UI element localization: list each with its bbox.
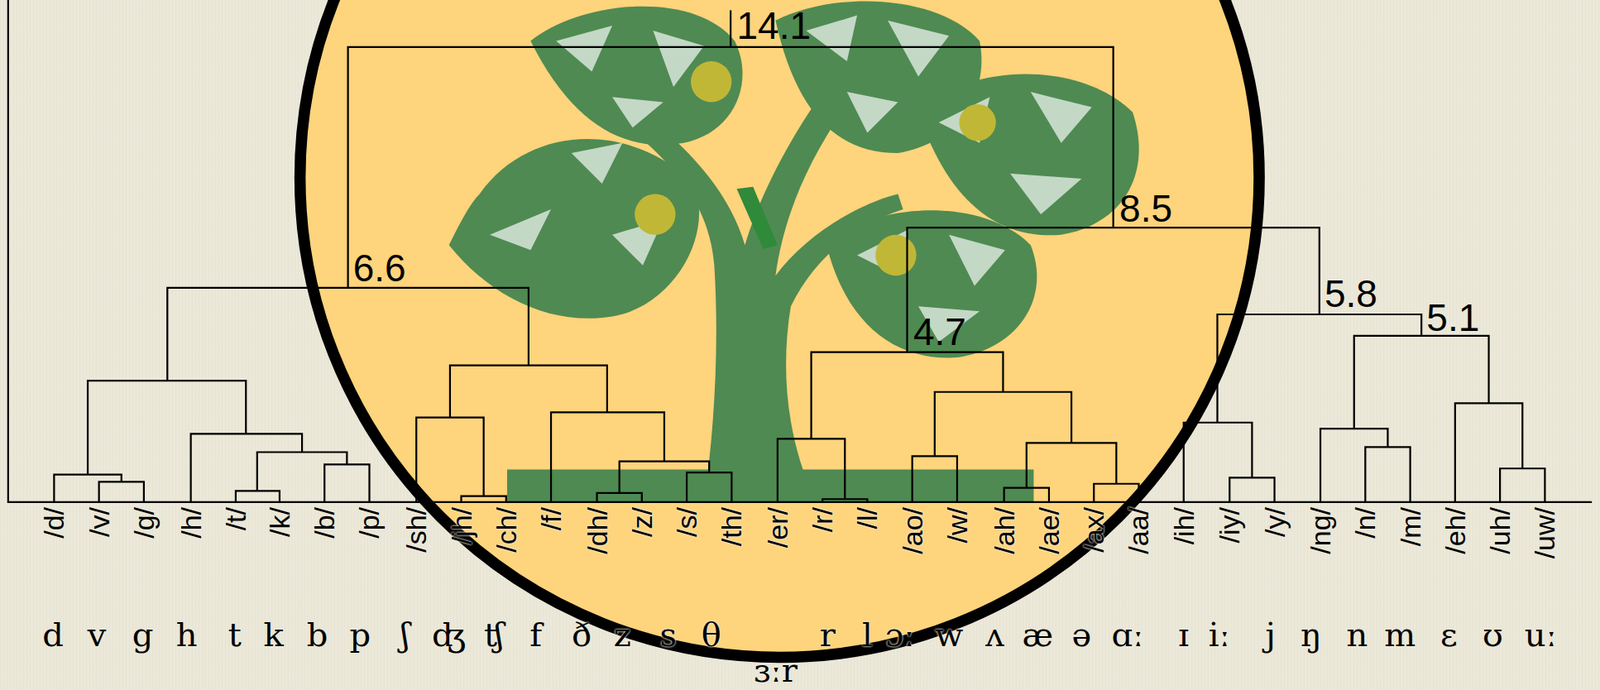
- ipa-symbol: j: [1264, 617, 1275, 652]
- distance-value: 8.5: [1119, 189, 1173, 228]
- ipa-symbol: n: [1346, 617, 1369, 652]
- phoneme-label: /r/: [808, 507, 837, 532]
- tree-illustration: [449, 0, 1140, 502]
- ipa-symbol: h: [176, 617, 198, 652]
- ipa-symbol: f: [529, 617, 542, 652]
- phoneme-label: /ax/: [1079, 507, 1108, 553]
- phoneme-label: /ih/: [1169, 507, 1198, 545]
- phoneme-label: /b/: [310, 507, 339, 539]
- phoneme-label: /z/: [627, 507, 657, 537]
- ipa-symbol: z: [613, 617, 632, 652]
- phoneme-label: /v/: [85, 507, 114, 537]
- phoneme-label: /d/: [39, 507, 68, 539]
- ipa-symbol: ʌ: [985, 617, 1005, 652]
- distance-value: 5.8: [1324, 274, 1378, 313]
- phoneme-label: /uw/: [1530, 507, 1559, 559]
- phoneme-label: /th/: [717, 507, 746, 547]
- phoneme-label: /k/: [265, 507, 294, 537]
- phoneme-label: /m/: [1396, 507, 1425, 547]
- phoneme-label: /f/: [536, 507, 566, 531]
- phoneme-label: /iy/: [1215, 507, 1244, 543]
- ipa-symbol: b: [306, 617, 329, 652]
- ipa-symbol: æ: [1022, 617, 1054, 652]
- phoneme-label: /ng/: [1306, 507, 1335, 555]
- phoneme-label: /uh/: [1485, 507, 1514, 555]
- distance-value: 6.6: [353, 249, 407, 288]
- phoneme-label: /w/: [943, 507, 972, 543]
- ipa-symbol: θ: [701, 617, 722, 652]
- ipa-symbol: ð: [571, 617, 592, 652]
- ipa-symbol: ʧ: [483, 617, 504, 652]
- phoneme-label: /eh/: [1441, 507, 1470, 555]
- phoneme-label: /jh/: [447, 507, 476, 545]
- phoneme-label: /ah/: [990, 507, 1019, 555]
- phoneme-label: /aa/: [1124, 507, 1153, 555]
- phoneme-label: /y/: [1260, 507, 1289, 537]
- ipa-symbol: l: [862, 617, 873, 652]
- ipa-symbol: ʤ: [431, 617, 466, 652]
- phoneme-label: /h/: [177, 507, 206, 539]
- ipa-symbol: k: [263, 617, 283, 652]
- ipa-symbol: t: [228, 617, 242, 652]
- ipa-symbol: ɜːr: [753, 653, 798, 687]
- ipa-symbol: ə: [1072, 617, 1093, 652]
- ipa-symbol: ɪ: [1178, 617, 1189, 652]
- phoneme-label: /ae/: [1034, 507, 1064, 555]
- ipa-symbol: d: [42, 617, 64, 652]
- phoneme-label: /ch/: [492, 507, 521, 553]
- phoneme-label: /p/: [354, 507, 384, 539]
- ipa-symbol: r: [819, 617, 836, 652]
- ipa-symbol: p: [349, 617, 372, 652]
- ipa-symbol: ʃ: [400, 617, 410, 652]
- distance-value: 14.1: [737, 6, 812, 45]
- ipa-symbol: g: [132, 617, 154, 652]
- distance-value: 4.7: [913, 312, 967, 351]
- distance-value: 5.1: [1426, 298, 1480, 337]
- ipa-symbol: iː: [1208, 617, 1231, 652]
- ipa-symbol: ʊ: [1482, 617, 1504, 652]
- ipa-symbol: m: [1384, 617, 1416, 652]
- phoneme-label: /sh/: [402, 507, 431, 553]
- ipa-symbol: w: [934, 617, 963, 652]
- phoneme-label: /er/: [763, 507, 792, 548]
- phoneme-label: /l/: [852, 507, 882, 529]
- phoneme-label: /ao/: [898, 507, 927, 555]
- phoneme-label: /s/: [672, 507, 701, 537]
- phoneme-label: /dh/: [583, 507, 612, 555]
- phoneme-label: /g/: [129, 507, 159, 539]
- ipa-symbol: uː: [1524, 617, 1557, 652]
- dendrogram-lines: [8, 0, 1592, 503]
- ipa-symbol: ŋ: [1300, 617, 1323, 652]
- ipa-symbol: ɑː: [1111, 617, 1144, 652]
- ipa-symbol: ɛ: [1440, 617, 1458, 652]
- ipa-symbol: ɔː: [885, 617, 915, 652]
- phoneme-label: /n/: [1350, 507, 1380, 539]
- ipa-symbol: s: [660, 617, 678, 652]
- phoneme-label: /t/: [221, 507, 250, 531]
- emblem-circle: [300, 0, 1260, 657]
- ipa-symbol: v: [87, 617, 107, 652]
